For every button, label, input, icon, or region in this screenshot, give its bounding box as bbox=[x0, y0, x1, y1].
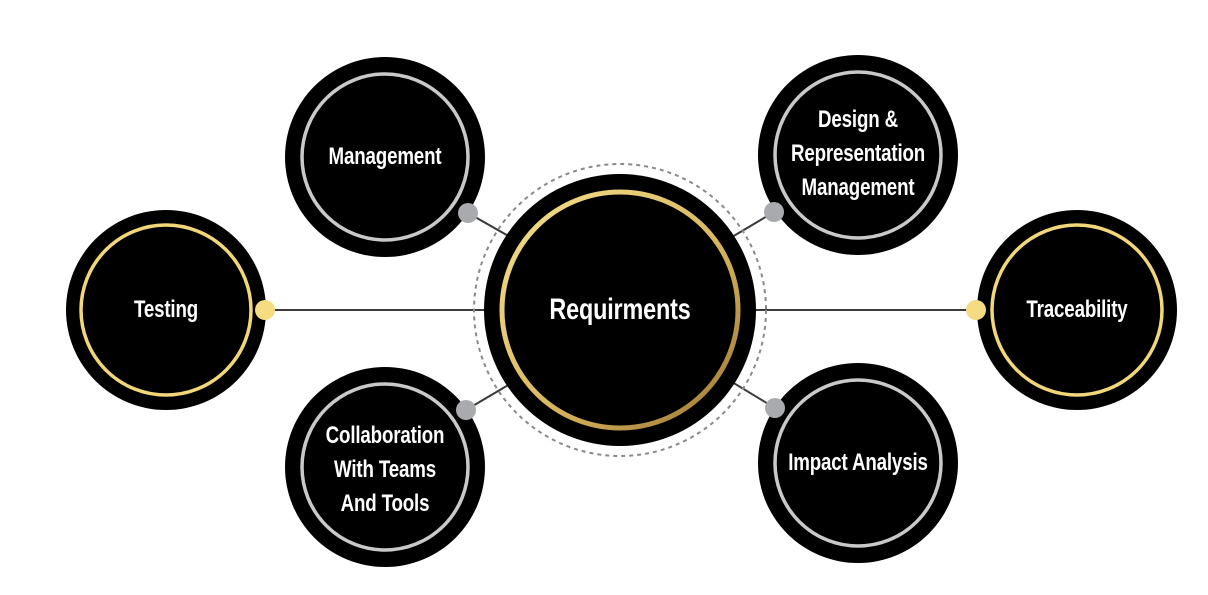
node-management-ring bbox=[300, 72, 470, 242]
node-collaboration bbox=[285, 367, 485, 567]
node-impact-ring bbox=[773, 378, 943, 548]
node-design-dot bbox=[764, 202, 784, 222]
node-collaboration-outer bbox=[285, 367, 485, 567]
node-testing bbox=[66, 210, 275, 410]
node-collaboration-ring bbox=[300, 382, 470, 552]
node-traceability bbox=[966, 210, 1177, 410]
center-gold-ring bbox=[499, 189, 741, 431]
center-outer-disc bbox=[484, 174, 756, 446]
node-management-dot bbox=[458, 203, 478, 223]
center-dashed-ring bbox=[473, 163, 767, 457]
node-traceability-outer bbox=[977, 210, 1177, 410]
node-management bbox=[285, 57, 485, 257]
node-design-ring bbox=[773, 70, 943, 240]
node-testing-outer bbox=[66, 210, 266, 410]
node-traceability-ring bbox=[990, 223, 1164, 397]
node-management-outer bbox=[285, 57, 485, 257]
node-testing-dot bbox=[255, 300, 275, 320]
node-design-outer bbox=[758, 55, 958, 255]
node-testing-ring bbox=[79, 223, 253, 397]
node-traceability-dot bbox=[966, 300, 986, 320]
center-node bbox=[473, 163, 767, 457]
node-design bbox=[758, 55, 958, 255]
node-impact bbox=[758, 363, 958, 563]
node-collaboration-dot bbox=[456, 400, 476, 420]
node-impact-outer bbox=[758, 363, 958, 563]
node-impact-dot bbox=[765, 398, 785, 418]
